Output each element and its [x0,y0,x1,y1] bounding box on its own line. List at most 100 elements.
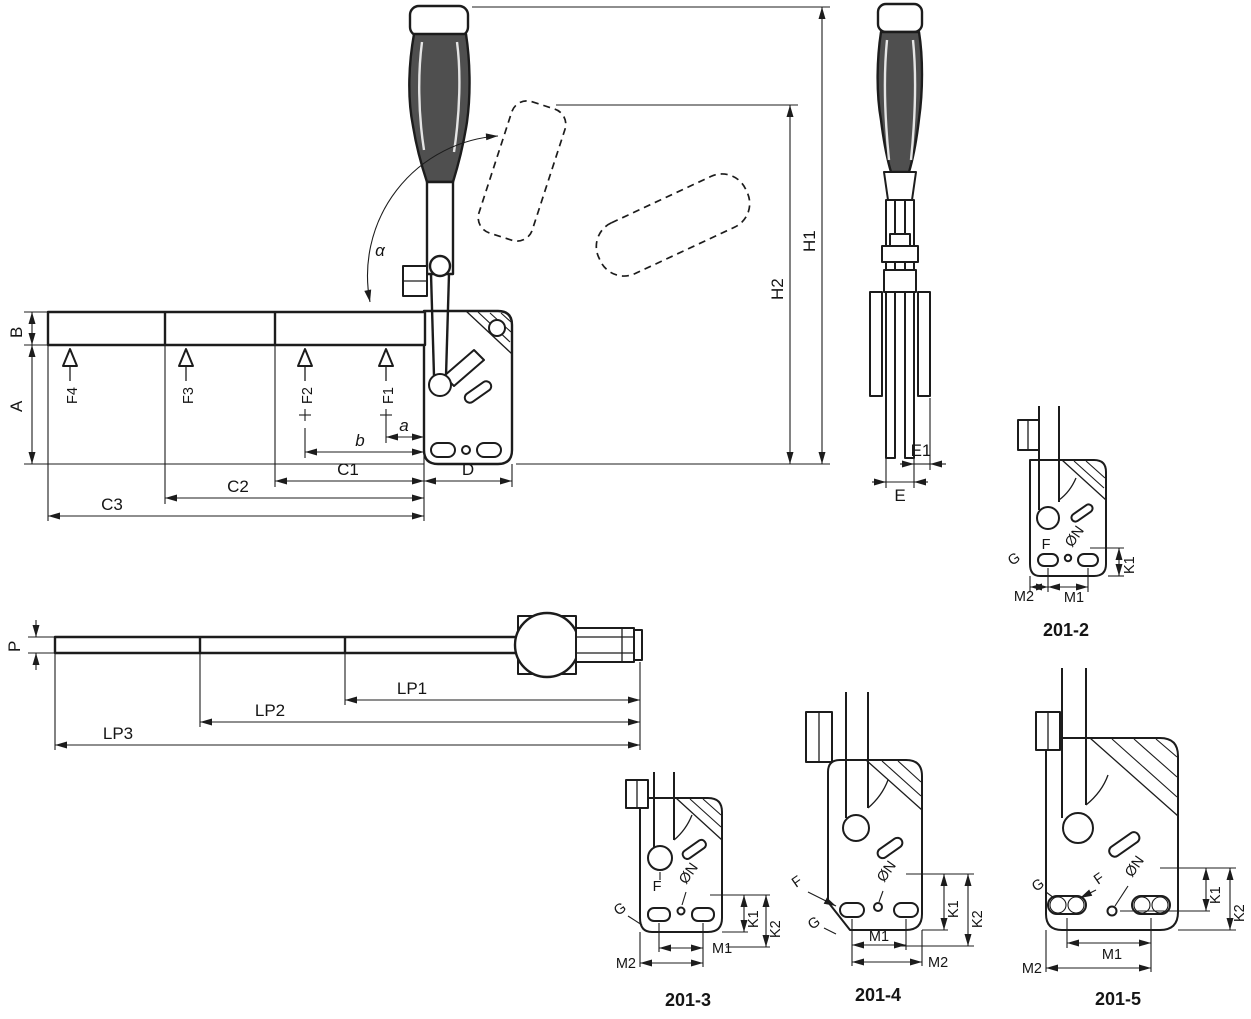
dim-label-K2: K2 [1232,904,1248,922]
detail-201-3: F G ØN K1 K2 M1 M2 201-3 [611,772,784,1010]
fork-neck [883,171,917,201]
dim-label-K1: K1 [746,910,762,928]
base-shading-line [465,310,513,355]
arm-bar [53,635,522,655]
angle-label: α [375,241,386,260]
dim-label-F: F [789,873,806,891]
slot [876,836,904,860]
mount-hole-small [873,902,883,912]
detail-201-5: G F ØN K1 K2 M1 M2 201-5 [1022,668,1248,1009]
dim-label-E: E [894,486,905,505]
dim-label-M2: M2 [1014,589,1034,605]
model-label: 201-2 [1043,620,1089,640]
slot [1108,831,1141,858]
dim-label-M1: M1 [712,941,732,957]
clamp-bar [46,310,427,347]
mount-slot-left [1047,895,1087,915]
dim-label-H1: H1 [800,230,819,252]
datum-crosses [299,409,392,421]
mount-hole-small [1063,553,1073,563]
detail-201-2: F ØN G K1 M2 M1 201-2 [1005,406,1138,640]
pivot-hole [842,814,870,842]
fork-prong-right [904,199,915,459]
handle-cap [408,4,470,38]
side-plate-right [917,291,931,397]
pivot-hole [1062,812,1094,844]
base-slot [463,380,493,404]
mount-slot-left [647,907,671,922]
base-plate [1029,459,1107,577]
model-label: 201-4 [855,985,901,1005]
dim-P [28,620,55,670]
dim-E1 [900,398,946,470]
clevis-end-cap [633,629,643,661]
handle-phantom-open [477,100,567,242]
dim-label-G: G [805,914,823,934]
mount-slot-right [1077,553,1099,567]
dim-label-K2: K2 [768,920,784,938]
cross-block-2 [883,269,917,293]
dim-label-B: B [7,327,26,338]
pivot-boss [889,233,911,247]
mount-hole-small [676,906,686,916]
dim-label-A: A [7,400,26,412]
mount-slot-left [1037,553,1059,567]
dim-K1-K2 [1120,867,1236,931]
dim-K1-K2 [900,873,974,947]
dim-extensions-bottom [47,345,513,521]
cross-block-1 [881,245,919,263]
dim-label-G: G [611,900,629,920]
dim-label-C2: C2 [227,477,249,496]
dim-label-K1: K1 [1208,886,1224,904]
dim-M-rows [1029,568,1089,592]
dim-M-rows [851,919,923,966]
slot [1070,503,1094,523]
bar-view: P LP1 LP2 LP3 [5,611,643,750]
detail-201-4: F G ØN K1 K2 M1 M2 201-4 [789,692,986,1005]
dim-label-D: D [462,460,474,479]
model-label: 201-5 [1095,989,1141,1009]
model-label: 201-3 [665,990,711,1010]
mount-slot-right [476,442,502,458]
dim-label-C3: C3 [101,495,123,514]
base-hole-top [488,319,506,337]
dim-M-rows [1045,918,1152,972]
dim-B [24,311,48,346]
dim-label-C1: C1 [337,460,359,479]
base-plate [639,797,723,933]
pivot-hole [1036,506,1060,530]
link-curve [867,779,889,809]
dim-H1 [472,6,830,464]
dim-label-a: a [399,416,408,435]
mount-slot-right [893,902,919,918]
dim-K1 [1090,547,1124,577]
side-view: E1 E [869,2,946,505]
dim-label-F: F [1042,537,1051,553]
dim-extensions-lp [54,653,641,750]
dim-label-M1: M1 [869,929,889,945]
dim-label-F: F [653,879,662,895]
dim-label-LP3: LP3 [103,724,133,743]
dim-H2 [516,104,830,465]
force-label-f3: F3 [181,387,197,404]
dim-label-E1: E1 [911,441,932,460]
dim-label-b: b [355,431,364,450]
dim-label-M2: M2 [1022,961,1042,977]
force-arrows [62,348,394,381]
dim-M-rows [639,923,704,967]
force-label-f2: F2 [300,387,316,404]
angle-arc [364,133,499,303]
side-handle-cap [876,2,924,34]
mount-slot-left [430,442,456,458]
dim-label-H2: H2 [768,278,787,300]
dim-label-LP2: LP2 [255,701,285,720]
dim-label-M1: M1 [1064,590,1084,606]
dim-label-K1: K1 [1122,556,1138,574]
dim-label-K1: K1 [946,900,962,918]
mount-slot-left [839,902,865,918]
link-curve [673,814,693,841]
link-curve [1058,477,1077,501]
slot [681,838,707,860]
pivot-circle [513,611,581,679]
